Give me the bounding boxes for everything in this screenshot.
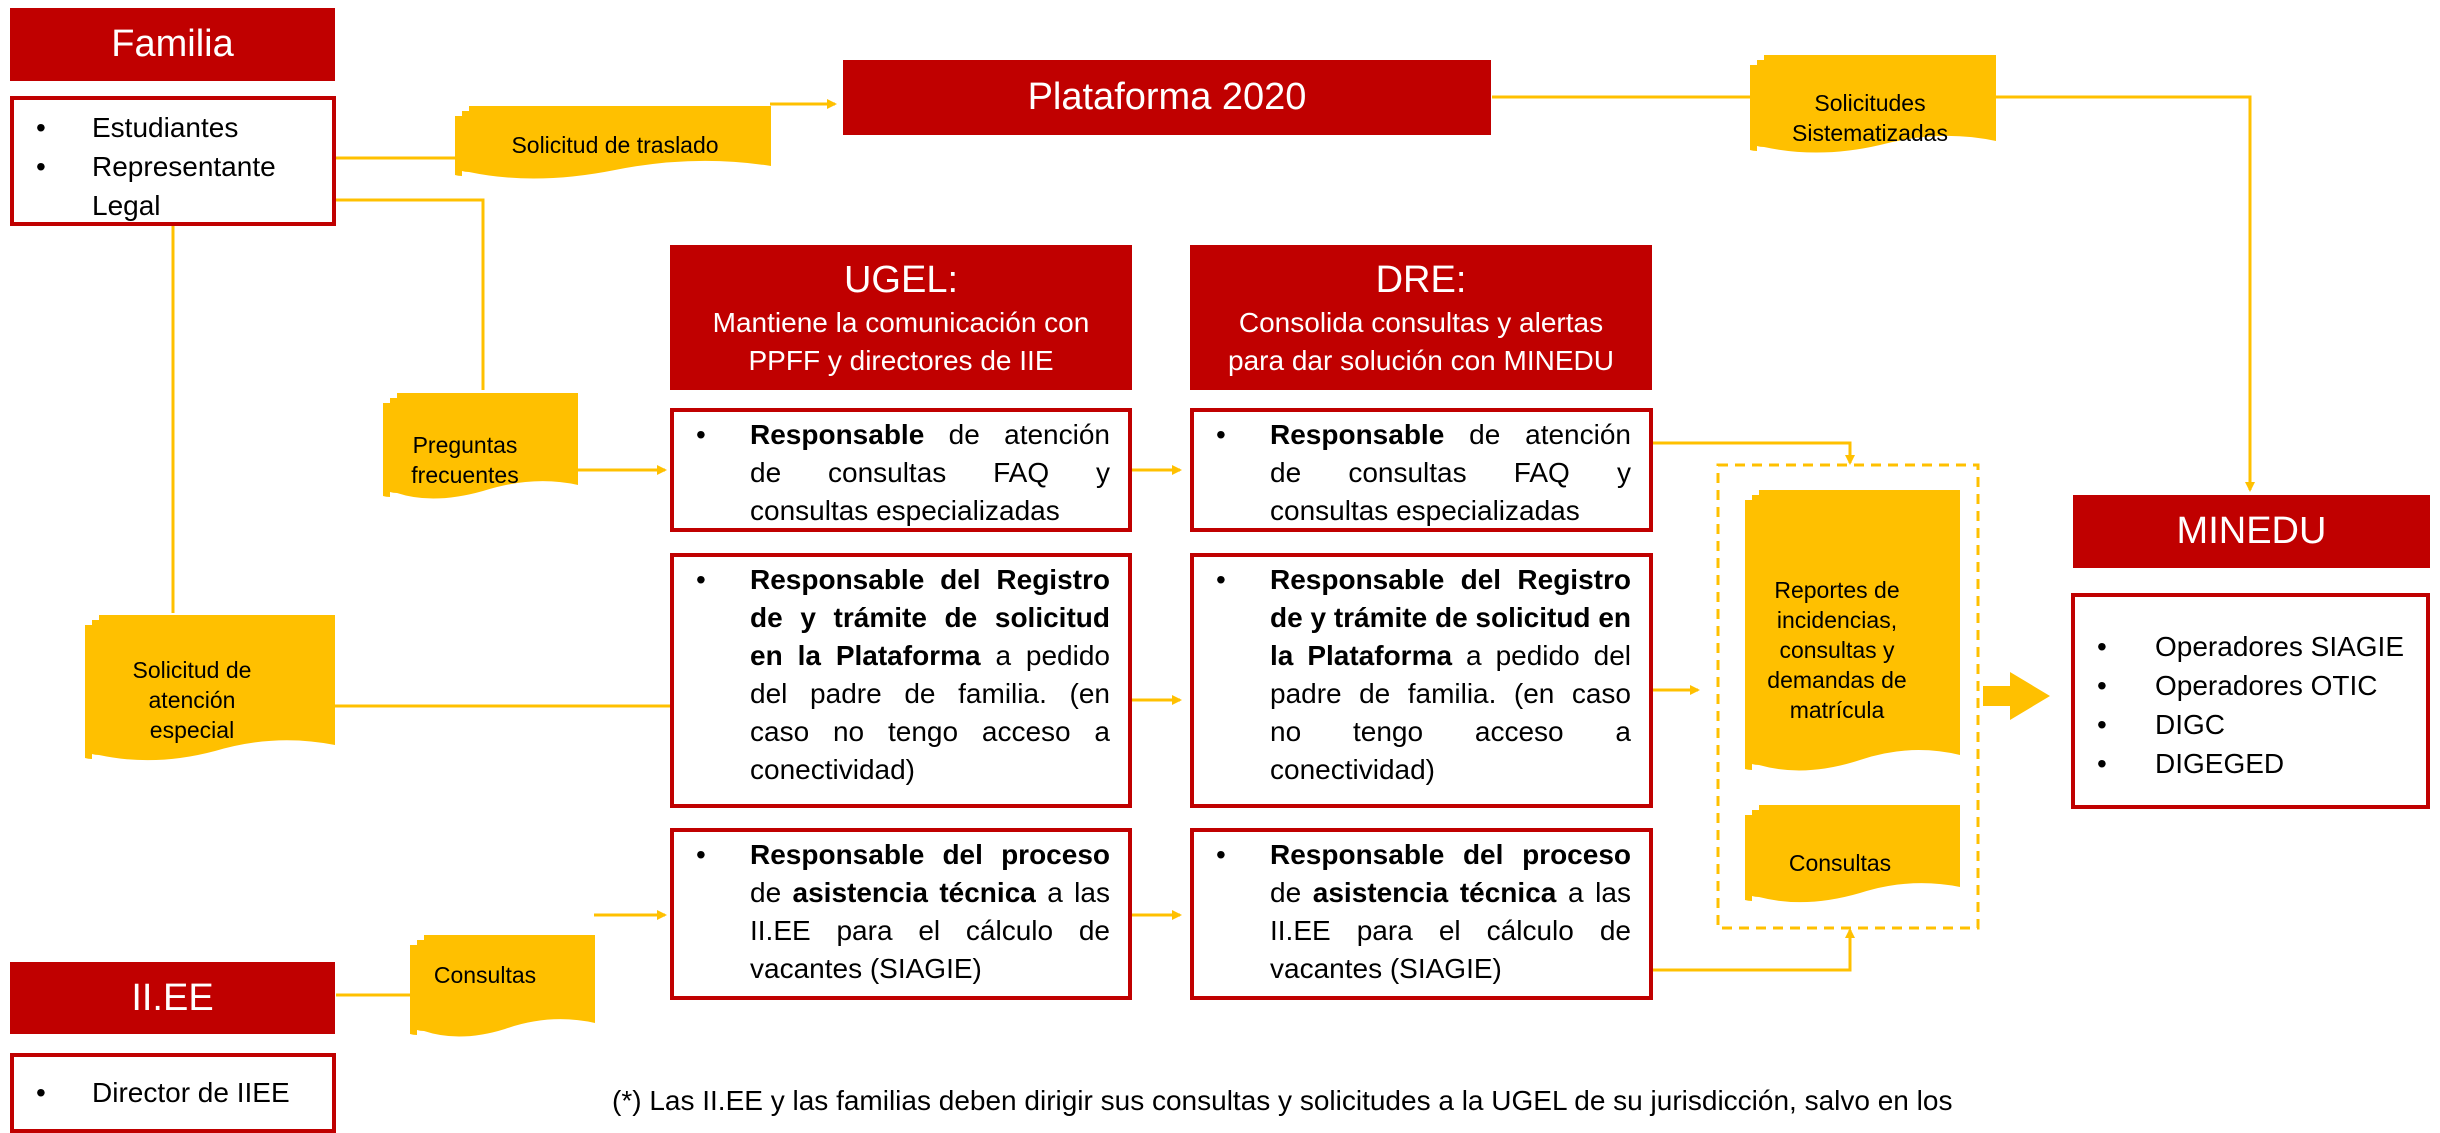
proceso-bold2: asistencia técnica xyxy=(792,877,1036,908)
registro-text: a pedido del padre de familia. (en caso … xyxy=(750,640,1110,785)
plataforma-title: Plataforma 2020 xyxy=(1027,76,1307,118)
iiee-list: Director de IIEE xyxy=(10,1053,336,1133)
ugel-header: UGEL: Mantiene la comunicación con PPFF … xyxy=(670,245,1132,390)
solicitudes-sistematizadas-doc xyxy=(1750,55,1996,153)
faq-text: de atención de consultas FAQ y consultas… xyxy=(1270,419,1631,526)
proceso-bold: Responsable del proceso xyxy=(1270,839,1631,870)
consultas-minedu-doc xyxy=(1745,805,1960,903)
iiee-item: Director de IIEE xyxy=(14,1073,332,1112)
minedu-item: Operadores SIAGIE xyxy=(2075,627,2426,666)
proceso-mid: de xyxy=(750,877,793,908)
dre-registro-box: Responsable del Registro de y trámite de… xyxy=(1190,553,1653,808)
familia-list: Estudiantes Representante Legal xyxy=(10,96,336,226)
consultas-minedu-label: Consultas xyxy=(1788,850,1892,876)
minedu-item: DIGEGED xyxy=(2075,744,2426,783)
minedu-list: Operadores SIAGIE Operadores OTIC DIGC D… xyxy=(2071,593,2430,809)
dre-header: DRE: Consolida consultas y alertas para … xyxy=(1190,245,1652,390)
footnote: (*) Las II.EE y las familias deben dirig… xyxy=(612,1085,1953,1116)
solicitud-atencion-label: Solicitud de atención especial xyxy=(132,657,252,743)
registro-bold: Responsable del Registro de y trámite de… xyxy=(750,564,1110,671)
proceso-bold2: asistencia técnica xyxy=(1312,877,1557,908)
proceso-mid: de xyxy=(1270,877,1313,908)
minedu-header: MINEDU xyxy=(2073,495,2430,568)
familia-item: Estudiantes xyxy=(14,108,332,147)
consultas-iiee-label: Consultas xyxy=(433,962,537,988)
ugel-faq-box: Responsable de atención de consultas FAQ… xyxy=(670,408,1132,532)
reportes-label: Reportes de incidencias, consultas y dem… xyxy=(1767,577,1907,723)
consultas-iiee-doc xyxy=(410,935,595,1037)
proceso-text: a las II.EE para el cálculo de vacantes … xyxy=(1270,877,1631,984)
dre-proceso-box: Responsable del proceso de asistencia té… xyxy=(1190,828,1653,1000)
minedu-item: Operadores OTIC xyxy=(2075,666,2426,705)
dre-subtitle: Consolida consultas y alertas para dar s… xyxy=(1228,306,1614,376)
iiee-header: II.EE xyxy=(10,962,335,1034)
faq-text: de atención de consultas FAQ y consultas… xyxy=(750,419,1110,526)
ugel-title: UGEL: xyxy=(843,258,959,301)
registro-text: a pedido del padre de familia. (en caso … xyxy=(1270,640,1631,785)
proceso-text: a las II.EE para el cálculo de vacantes … xyxy=(750,877,1110,984)
minedu-title: MINEDU xyxy=(2176,510,2327,552)
familia-title: Familia xyxy=(111,23,234,65)
preguntas-frecuentes-doc xyxy=(383,393,578,499)
plataforma-header: Plataforma 2020 xyxy=(843,60,1491,135)
iiee-title: II.EE xyxy=(131,976,214,1019)
ugel-registro-box: Responsable del Registro de y trámite de… xyxy=(670,553,1132,808)
solicitud-traslado-doc xyxy=(455,106,771,179)
registro-bold: Responsable del Registro de y trámite de… xyxy=(1270,564,1631,671)
solicitud-atencion-doc xyxy=(85,615,335,761)
preguntas-frecuentes-label: Preguntas frecuentes xyxy=(411,432,519,488)
ugel-proceso-box: Responsable del proceso de asistencia té… xyxy=(670,828,1132,1000)
proceso-bold: Responsable del proceso xyxy=(750,839,1110,870)
solicitud-traslado-label: Solicitud de traslado xyxy=(511,132,719,158)
dre-title: DRE: xyxy=(1375,258,1467,301)
minedu-item: DIGC xyxy=(2075,705,2426,744)
solicitudes-sistematizadas-label: Solicitudes Sistematizadas xyxy=(1792,90,1948,146)
familia-header: Familia xyxy=(10,8,335,81)
ugel-subtitle: Mantiene la comunicación con PPFF y dire… xyxy=(712,306,1090,376)
faq-bold: Responsable xyxy=(750,419,925,450)
reportes-doc xyxy=(1745,490,1960,771)
dre-faq-box: Responsable de atención de consultas FAQ… xyxy=(1190,408,1653,532)
faq-bold: Responsable xyxy=(1270,419,1445,450)
familia-item: Representante Legal xyxy=(14,147,332,225)
